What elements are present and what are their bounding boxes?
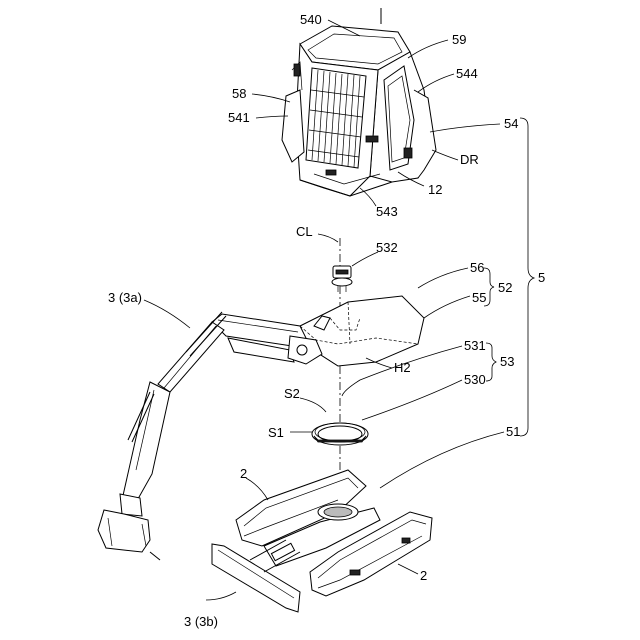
label-52: 52 (498, 280, 512, 295)
label-531: 531 (464, 338, 486, 353)
label-543: 543 (376, 204, 398, 219)
label-track-right: 2 (420, 568, 427, 583)
label-51: 51 (506, 424, 520, 439)
label-3b: 3 (3b) (184, 614, 218, 629)
label-s1: S1 (268, 425, 284, 440)
swing-bearing (312, 423, 368, 445)
label-dr: DR (460, 152, 479, 167)
label-56: 56 (470, 260, 484, 275)
cab (282, 8, 436, 196)
label-540: 540 (300, 12, 322, 27)
label-59: 59 (452, 32, 466, 47)
label-55: 55 (472, 290, 486, 305)
label-s2: S2 (284, 386, 300, 401)
label-58: 58 (232, 86, 246, 101)
label-530: 530 (464, 372, 486, 387)
label-53: 53 (500, 354, 514, 369)
label-54: 54 (504, 116, 518, 131)
brace-5 (520, 118, 534, 436)
label-3a: 3 (3a) (108, 290, 142, 305)
swivel-joint (332, 266, 352, 292)
label-544: 544 (456, 66, 478, 81)
label-h2: H2 (394, 360, 411, 375)
label-cl: CL (296, 224, 313, 239)
label-5: 5 (538, 270, 545, 285)
label-track-left: 2 (240, 466, 247, 481)
label-541: 541 (228, 110, 250, 125)
label-12: 12 (428, 182, 442, 197)
label-532: 532 (376, 240, 398, 255)
undercarriage (212, 470, 432, 612)
brace-53 (486, 343, 496, 381)
